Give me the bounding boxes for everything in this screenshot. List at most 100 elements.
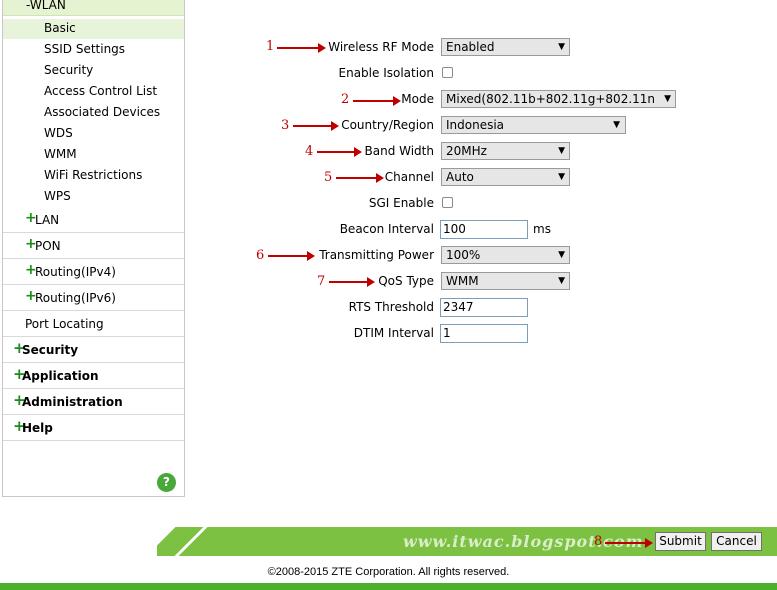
band-width-select[interactable]: 20MHz ▼ [441, 142, 570, 160]
mode-label: Mode [401, 92, 434, 106]
sidebar-item-label: Help [22, 421, 53, 435]
annotation-number: 6 [256, 248, 265, 263]
sidebar-item-application[interactable]: + Application [3, 363, 184, 389]
sidebar-item-label: Associated Devices [44, 105, 161, 119]
band-width-label: Band Width [364, 144, 435, 158]
sidebar-item-label: Access Control List [44, 84, 158, 98]
beacon-interval-label: Beacon Interval [339, 222, 434, 236]
sidebar-item-access-control-list[interactable]: Access Control List [3, 82, 184, 102]
sidebar-item-label: Port Locating [25, 317, 104, 331]
select-value: Mixed(802.11b+802.11g+802.11n [446, 92, 656, 106]
select-value: WMM [446, 274, 479, 288]
sidebar-item-lan[interactable]: + LAN [3, 207, 184, 233]
transmitting-power-select[interactable]: 100% ▼ [441, 246, 570, 264]
sidebar-item-label: LAN [35, 213, 60, 227]
annotation-number: 7 [317, 274, 326, 289]
annotation-arrow-icon [268, 251, 315, 261]
rts-threshold-label: RTS Threshold [348, 300, 434, 314]
sidebar-item-label: Security [44, 63, 94, 77]
sgi-enable-label: SGI Enable [368, 196, 434, 210]
sidebar-item-wmm[interactable]: WMM [3, 145, 184, 165]
sidebar-item-associated-devices[interactable]: Associated Devices [3, 103, 184, 123]
channel-select[interactable]: Auto ▼ [441, 168, 570, 186]
wireless-rf-mode-select[interactable]: Enabled ▼ [441, 38, 570, 56]
sidebar-item-label: Security [22, 343, 79, 357]
sidebar-item-label: WPS [44, 189, 71, 203]
sidebar-item-label: WiFi Restrictions [44, 168, 143, 182]
annotation-arrow-icon [317, 147, 362, 157]
wireless-rf-mode-label: Wireless RF Mode [328, 40, 434, 54]
select-value: Indonesia [446, 118, 505, 132]
chevron-down-icon: ▼ [613, 120, 620, 130]
sidebar-item-label: SSID Settings [44, 42, 126, 56]
mode-select[interactable]: Mixed(802.11b+802.11g+802.11n ▼ [441, 90, 676, 108]
chevron-down-icon: ▼ [661, 91, 671, 107]
chevron-down-icon: ▼ [558, 42, 565, 52]
sidebar-item-label: WDS [44, 126, 73, 140]
annotation-number: 5 [324, 170, 333, 185]
sidebar-item-wps[interactable]: WPS [3, 187, 184, 207]
sidebar-item-label: Basic [44, 21, 76, 35]
select-value: 100% [446, 248, 481, 262]
select-value: Auto [446, 170, 474, 184]
chevron-down-icon: ▼ [558, 276, 565, 286]
channel-label: Channel [384, 170, 434, 184]
sidebar-item-wds[interactable]: WDS [3, 124, 184, 144]
annotation-arrow-icon [329, 277, 375, 287]
sidebar-item-label: Routing(IPv4) [35, 265, 116, 279]
beacon-interval-unit: ms [533, 222, 551, 236]
sidebar-item-basic[interactable]: Basic [3, 19, 184, 39]
sidebar-item-administration[interactable]: + Administration [3, 389, 184, 415]
sidebar-item-wlan[interactable]: -WLAN [3, 0, 184, 16]
chevron-down-icon: ▼ [558, 146, 565, 156]
sidebar-item-pon[interactable]: + PON [3, 233, 184, 259]
sidebar-item-routing-ipv6[interactable]: + Routing(IPv6) [3, 285, 184, 311]
annotation-arrow-icon [277, 43, 326, 53]
annotation-number: 1 [266, 39, 275, 54]
qos-type-label: QoS Type [378, 274, 434, 288]
enable-isolation-checkbox[interactable] [442, 67, 453, 78]
submit-button[interactable]: Submit [655, 532, 706, 551]
annotation-number: 4 [305, 144, 314, 159]
sidebar-item-security-sub[interactable]: Security [3, 61, 184, 81]
sidebar-item-ssid-settings[interactable]: SSID Settings [3, 40, 184, 60]
annotation-arrow-icon [353, 96, 401, 106]
dtim-interval-input[interactable]: 1 [440, 324, 528, 343]
expand-plus-icon: + [13, 417, 26, 435]
sgi-enable-checkbox[interactable] [442, 197, 453, 208]
sidebar-item-routing-ipv4[interactable]: + Routing(IPv4) [3, 259, 184, 285]
expand-plus-icon: + [13, 365, 26, 383]
expand-plus-icon: + [25, 210, 37, 226]
sidebar-item-label: PON [35, 239, 61, 253]
sidebar-item-port-locating[interactable]: Port Locating [3, 311, 184, 337]
annotation-number: 8 [594, 534, 603, 549]
annotation-arrow-icon [605, 538, 653, 548]
select-value: 20MHz [446, 144, 487, 158]
expand-plus-icon: + [25, 236, 37, 252]
transmitting-power-label: Transmitting Power [319, 248, 434, 262]
sidebar-item-wifi-restrictions[interactable]: WiFi Restrictions [3, 166, 184, 186]
footer-action-bar: www.itwac.blogspot.com [157, 527, 777, 556]
copyright-text: ©2008-2015 ZTE Corporation. All rights r… [267, 566, 510, 578]
sidebar-item-help[interactable]: + Help [3, 415, 184, 441]
dtim-interval-label: DTIM Interval [353, 326, 434, 340]
annotation-number: 2 [341, 92, 350, 107]
cancel-button[interactable]: Cancel [711, 532, 762, 551]
annotation-arrow-icon [293, 121, 339, 131]
decorative-stripe [157, 527, 176, 556]
sidebar-item-label: WMM [44, 147, 77, 161]
expand-plus-icon: + [25, 262, 37, 278]
watermark-text: www.itwac.blogspot.com [403, 532, 644, 551]
enable-isolation-label: Enable Isolation [338, 66, 435, 80]
annotation-number: 3 [281, 118, 290, 133]
sidebar-item-label: Routing(IPv6) [35, 291, 116, 305]
help-icon[interactable]: ? [157, 473, 176, 492]
bottom-green-bar [0, 583, 777, 590]
sidebar-item-wlan-label: -WLAN [26, 0, 66, 12]
beacon-interval-input[interactable]: 100 [440, 220, 528, 239]
country-region-label: Country/Region [341, 118, 434, 132]
qos-type-select[interactable]: WMM ▼ [441, 272, 570, 290]
rts-threshold-input[interactable]: 2347 [440, 298, 528, 317]
sidebar-item-security[interactable]: + Security [3, 337, 184, 363]
country-region-select[interactable]: Indonesia ▼ [441, 116, 626, 134]
